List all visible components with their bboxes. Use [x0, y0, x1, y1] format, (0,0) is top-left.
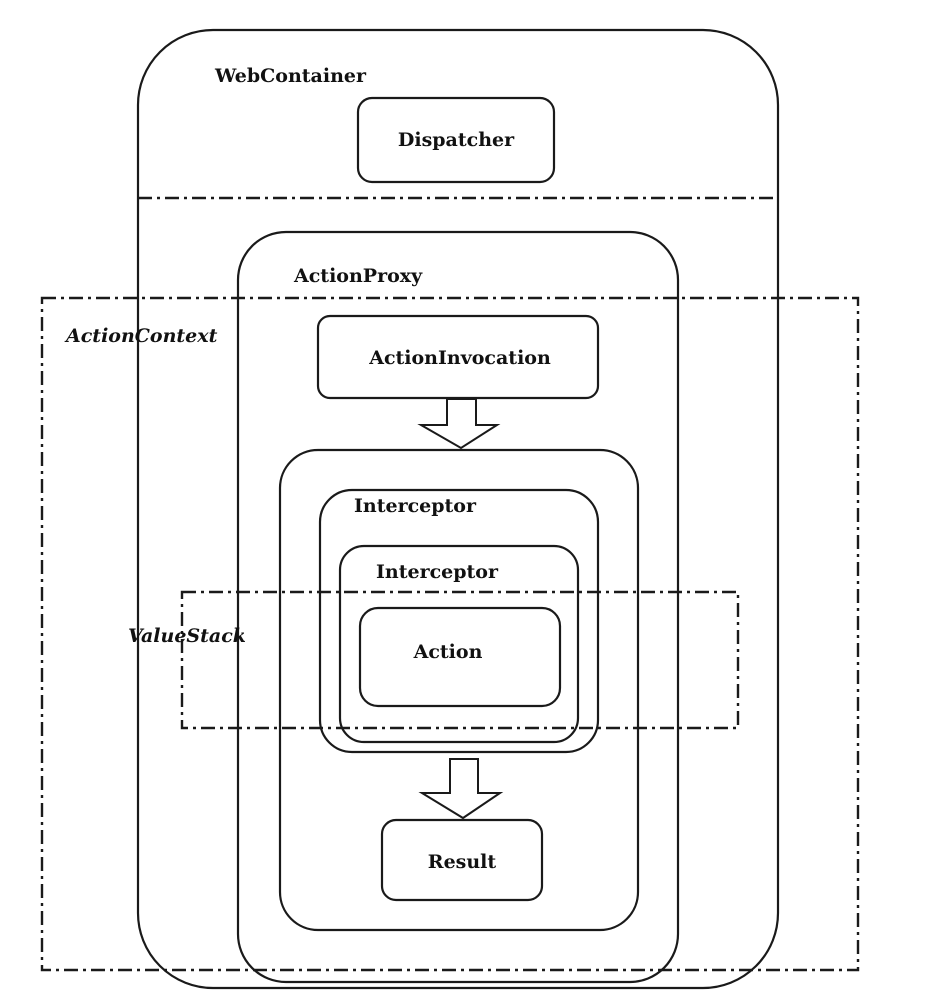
action-context-label: ActionContext — [64, 325, 218, 347]
interceptor-inner-label: Interceptor — [376, 561, 499, 583]
interceptor-inner-box — [338, 544, 580, 744]
arrow-down-to-result — [418, 758, 504, 820]
action-invocation-label: ActionInvocation — [368, 347, 551, 369]
dispatcher-box — [356, 96, 556, 184]
result-label: Result — [428, 851, 497, 873]
result-box — [380, 818, 544, 902]
interceptor-outer-box — [318, 488, 600, 754]
interceptor-stack-box — [278, 448, 640, 932]
action-proxy-label: ActionProxy — [293, 265, 423, 287]
interceptor-outer-label: Interceptor — [354, 495, 477, 517]
action-context-region — [40, 296, 860, 972]
value-stack-region — [180, 590, 740, 730]
action-proxy-box — [236, 230, 680, 984]
arrow-down-to-interceptor — [417, 398, 501, 450]
web-container-label: WebContainer — [214, 65, 367, 87]
web-container-box — [136, 28, 780, 990]
action-label: Action — [413, 641, 483, 663]
dispatcher-label: Dispatcher — [398, 129, 515, 151]
value-stack-label: ValueStack — [128, 625, 246, 647]
action-box — [358, 606, 562, 708]
